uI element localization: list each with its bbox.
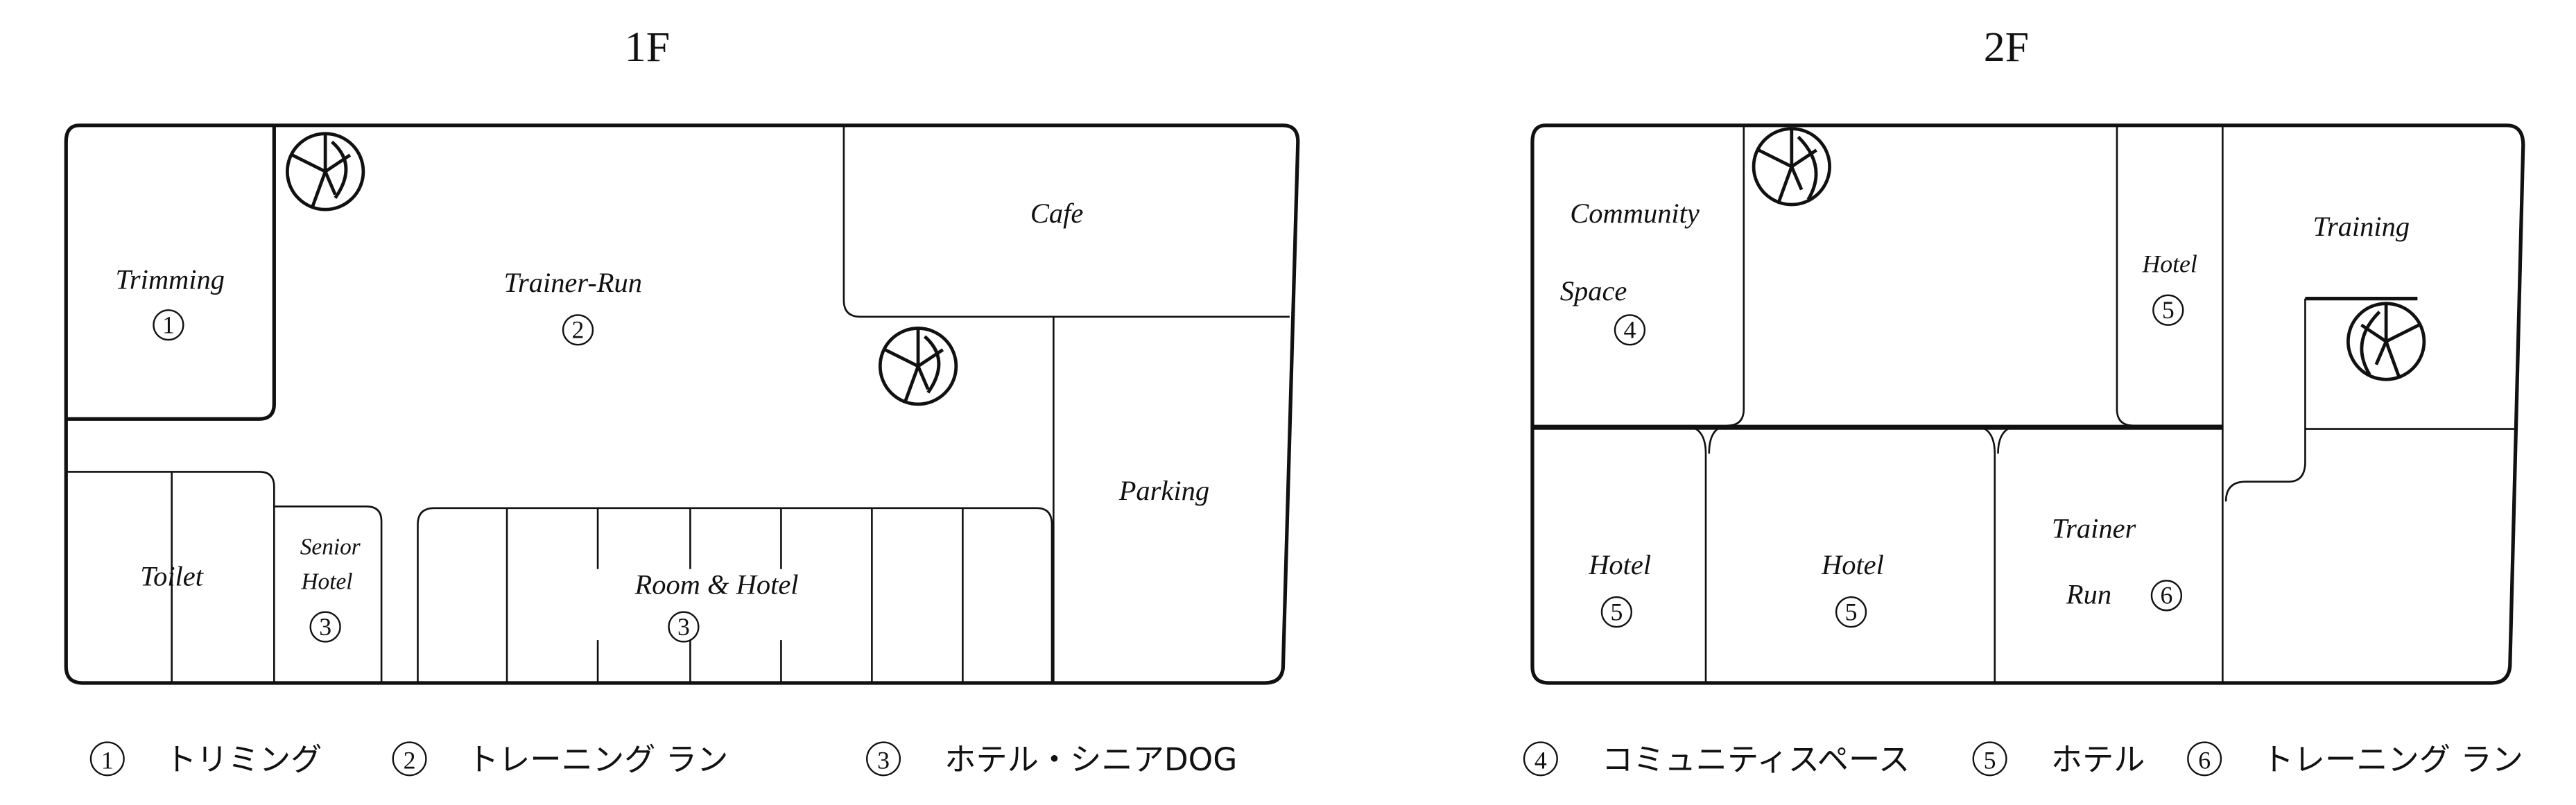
wall-hotel-b [1981, 426, 1996, 683]
legend-item: ホテル [2051, 741, 2145, 778]
number-badge-text: 5 [1610, 598, 1623, 626]
legend-number: 2 [404, 747, 416, 774]
number-badge [1614, 314, 1646, 346]
number-badge [1600, 596, 1633, 628]
room-label-trainer-run: Trainer-Run [504, 267, 642, 298]
legend-item: トリミング [165, 741, 322, 778]
room-label-hotel-a: Hotel [1588, 549, 1651, 580]
floor-title-1f: 1F [625, 24, 670, 71]
number-badge [1835, 596, 1867, 628]
number-badge [153, 309, 184, 341]
number-badge [668, 611, 700, 643]
training-wall-inner [2224, 298, 2306, 502]
wall-community [1727, 125, 1745, 427]
legend-number: 4 [1535, 747, 1547, 774]
number-badge [2150, 580, 2183, 612]
number-badge-text: 3 [677, 613, 690, 641]
legend-number-badge [1523, 741, 1558, 777]
number-badge [562, 314, 594, 346]
legend-number: 1 [101, 747, 114, 774]
wall-hotel-a-curve [1708, 426, 1722, 454]
floor-1f: 1F [64, 24, 1300, 778]
room-label-trainer: Trainer [2052, 513, 2136, 544]
legend-2f: 4 コミュニティスペース 5 ホテル 6 トレーニング ラン [1523, 741, 2523, 778]
number-badge [309, 611, 341, 643]
wall-hotel-a [1692, 426, 1707, 683]
legend-number-badge [2187, 741, 2222, 777]
room-label-space: Space [1560, 275, 1627, 306]
room-label-room-hotel: Room & Hotel [634, 569, 798, 600]
outline-2f [1530, 123, 2525, 685]
legend-number: 3 [877, 747, 890, 774]
room-label-toilet: Toilet [140, 561, 204, 592]
legend-number-badge [89, 741, 125, 777]
wall-cafe [842, 125, 1290, 318]
wall-toilet [66, 471, 275, 683]
number-badge-text: 1 [162, 311, 175, 339]
legend-number: 6 [2198, 747, 2211, 774]
legend-item: ホテル・シニアDOG [944, 741, 1237, 778]
wall-hotel-b-curve [1997, 426, 2012, 454]
number-badge-text: 5 [1845, 598, 1858, 626]
outline-1f [64, 123, 1300, 685]
wall-room-hotel [417, 507, 1053, 683]
room-label-trimming: Trimming [116, 263, 225, 295]
legend-number: 5 [1984, 747, 1996, 774]
stairs-icon [2346, 302, 2426, 381]
room-label-hotel-b: Hotel [1821, 549, 1884, 580]
floor-title-2f: 2F [1984, 24, 2029, 71]
legend-item: コミュニティスペース [1602, 741, 1910, 778]
legend-item: トレーニング ラン [467, 741, 728, 778]
number-badge-text: 2 [572, 316, 585, 344]
stairs-icon [1752, 127, 1831, 207]
wall-senior-hotel [274, 505, 383, 683]
room-label-cafe: Cafe [1030, 198, 1083, 229]
number-badge-text: 4 [1624, 316, 1636, 344]
wall-trimming [66, 125, 276, 421]
legend-1f: 1 トリミング 2 トレーニング ラン 3 ホテル・シニアDOG [89, 741, 1237, 778]
legend-item: トレーニング ラン [2263, 741, 2523, 778]
floor-2f: 2F Community Spac [1523, 24, 2525, 778]
room-label-senior-hotel: Hotel [300, 569, 352, 594]
room-label-training: Training [2313, 211, 2410, 242]
room-label-senior: Senior [300, 534, 361, 560]
number-badge [2152, 294, 2184, 326]
number-badge-text: 3 [319, 613, 331, 641]
stairs-icon [878, 327, 958, 406]
room-label-community: Community [1570, 198, 1700, 229]
legend-number-badge [392, 741, 427, 777]
number-badge-text: 6 [2160, 582, 2172, 609]
room-label-parking: Parking [1118, 475, 1209, 506]
legend-number-badge [1972, 741, 2007, 777]
room-label-run: Run [2066, 579, 2111, 610]
number-badge-text: 5 [2162, 296, 2175, 324]
legend-number-badge [866, 741, 901, 777]
stairs-icon [285, 132, 365, 211]
room-label-hotel-top: Hotel [2142, 250, 2197, 278]
